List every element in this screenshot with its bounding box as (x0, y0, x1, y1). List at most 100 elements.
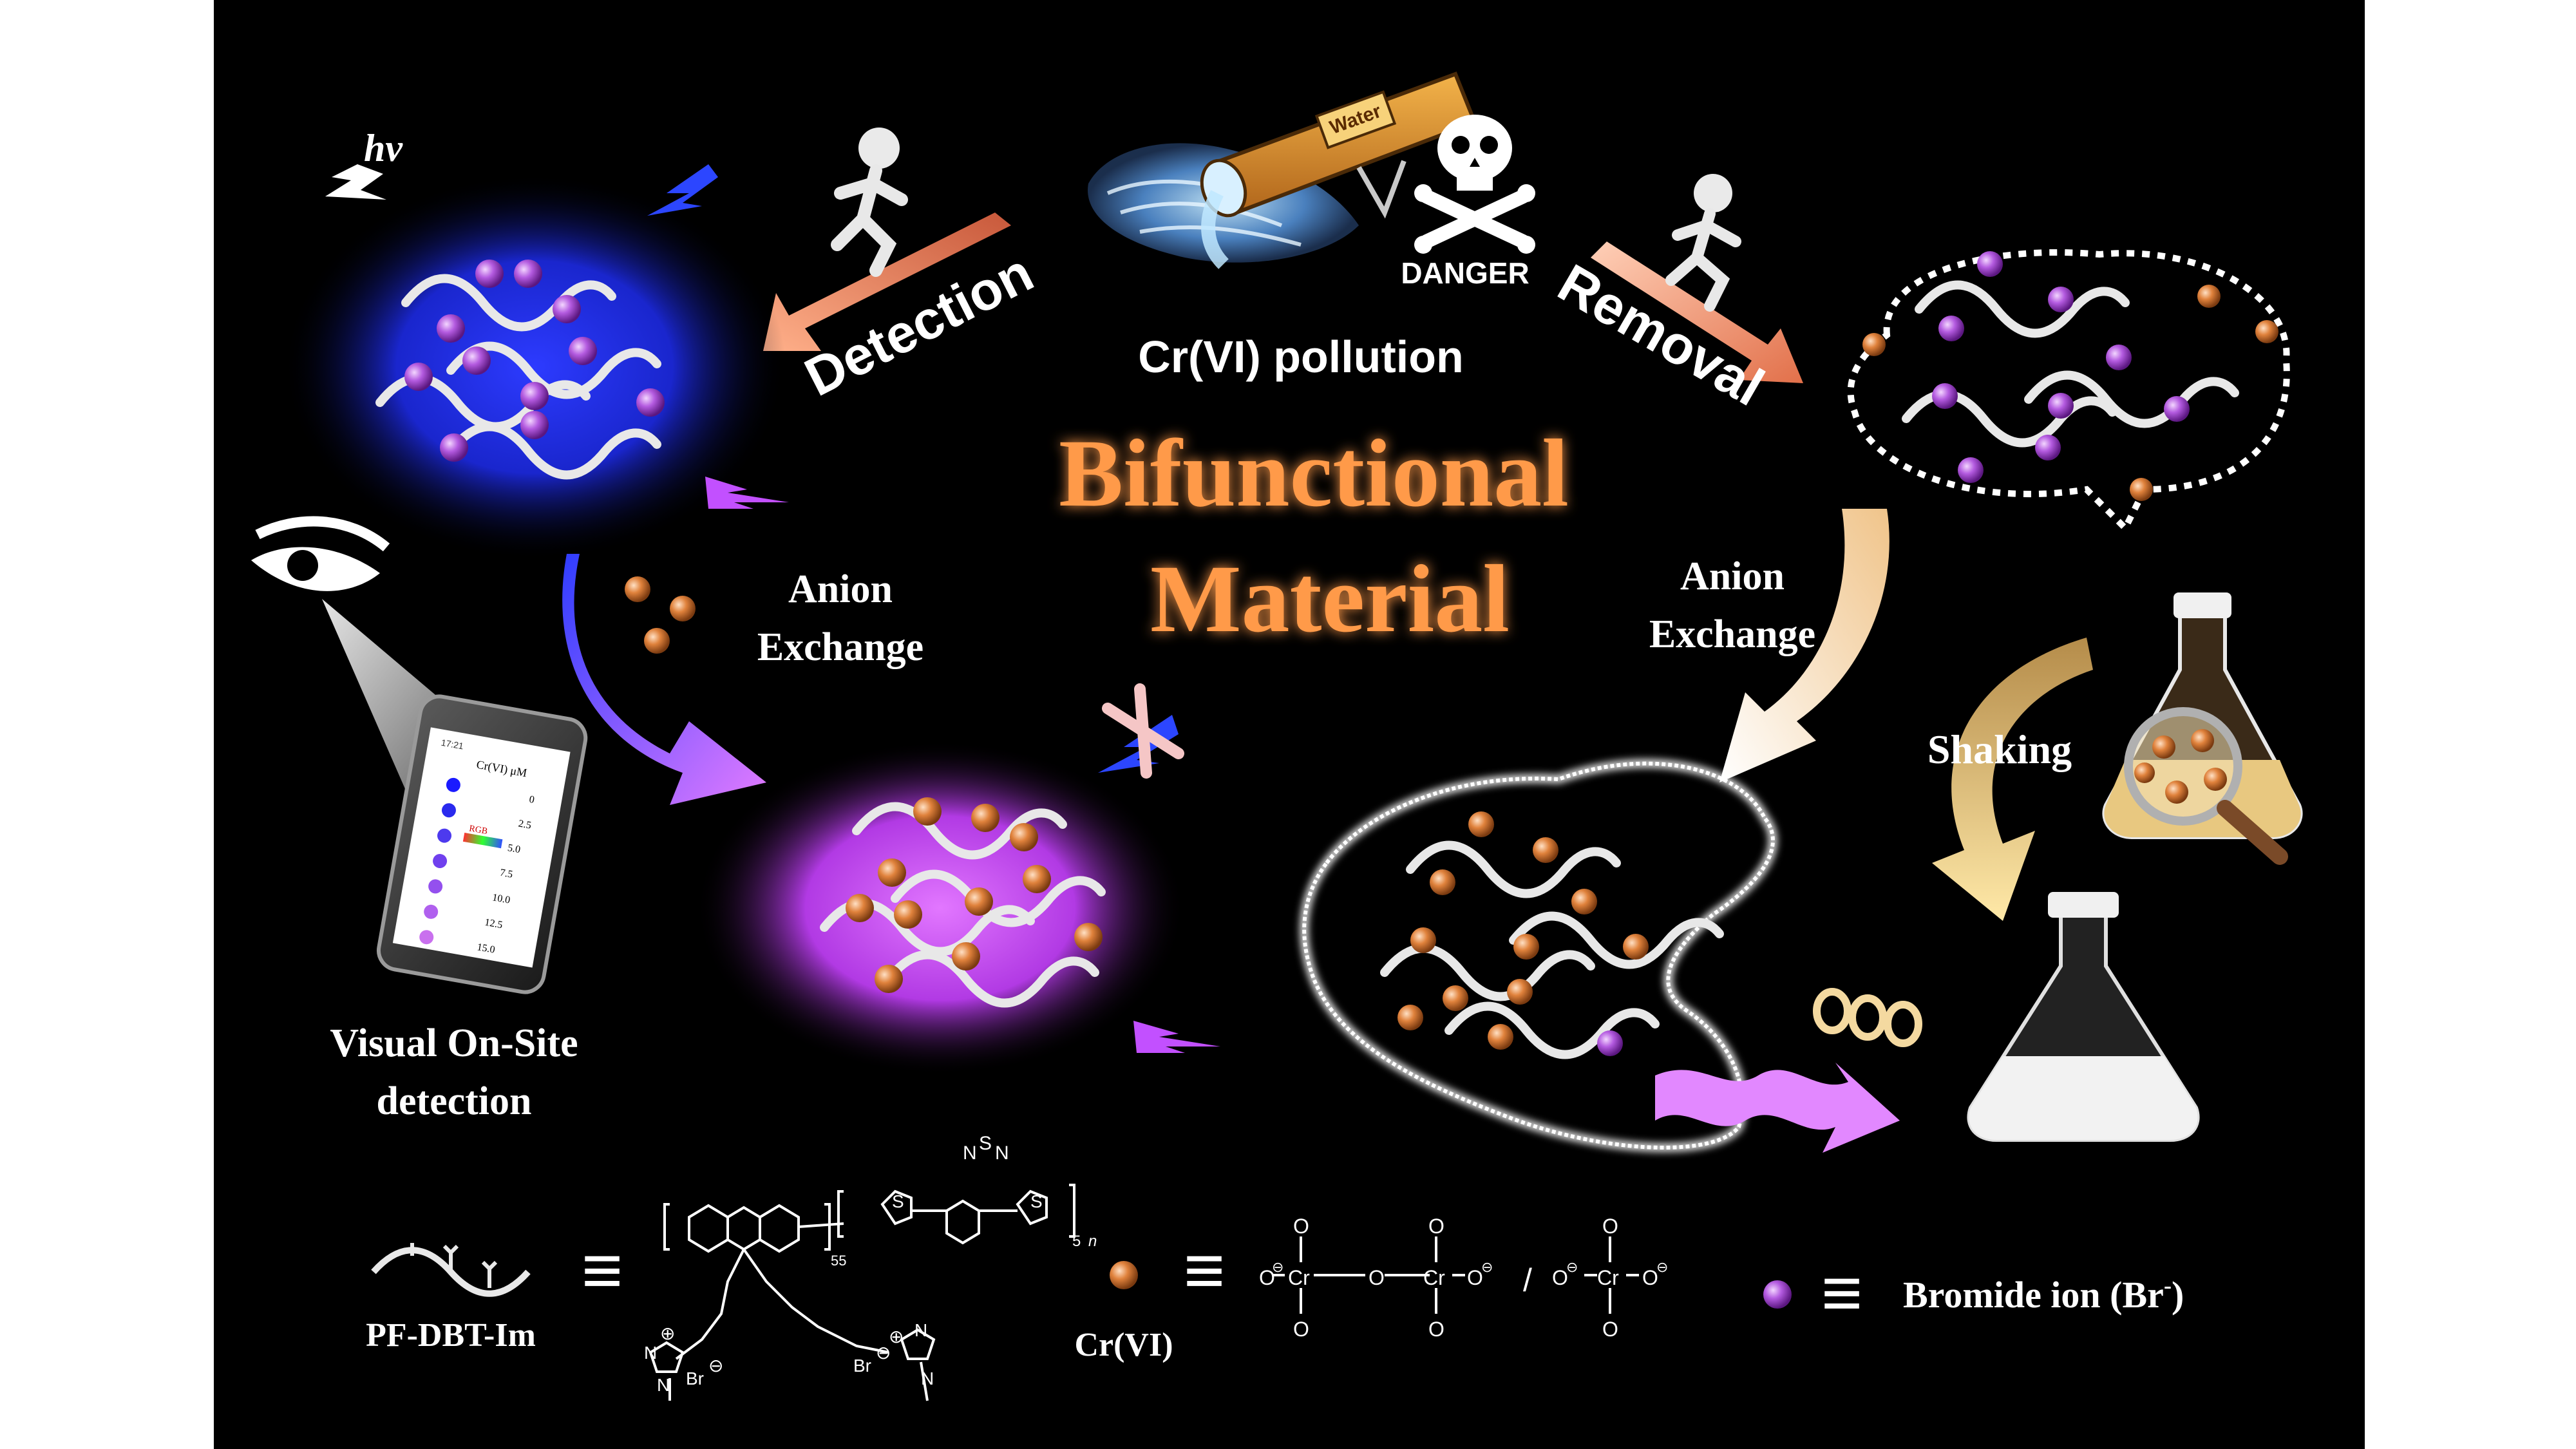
svg-text:O: O (1552, 1266, 1568, 1289)
svg-text:O: O (1293, 1318, 1309, 1341)
separator: / (1523, 1262, 1532, 1298)
svg-text:N: N (921, 1368, 934, 1388)
title-glow: Bifunctional Material (1059, 420, 1569, 652)
polymer-symbol (371, 1243, 531, 1297)
svg-text:O: O (1293, 1215, 1309, 1238)
svg-text:2.5: 2.5 (518, 818, 533, 831)
eye-icon (251, 516, 390, 591)
hv-label: hν (364, 127, 403, 169)
svg-text:S: S (979, 1133, 992, 1154)
svg-text:15.0: 15.0 (476, 942, 496, 956)
svg-text:⊖: ⊖ (876, 1343, 891, 1363)
svg-text:⊕: ⊕ (889, 1327, 904, 1347)
svg-text:⊖: ⊖ (1481, 1259, 1493, 1275)
polymer-name: PF-DBT-Im (366, 1317, 536, 1354)
svg-text:N: N (657, 1375, 670, 1395)
svg-text:n: n (1088, 1233, 1097, 1250)
polymer-blue (380, 260, 665, 475)
lightning-icon (647, 164, 718, 216)
svg-text:5.0: 5.0 (507, 842, 522, 855)
bromide-label: Bromide ion (Br-) (1903, 1273, 2184, 1316)
removal-arrow (1591, 242, 1803, 383)
magnifier-icon (2124, 707, 2288, 865)
svg-text:O: O (1428, 1318, 1444, 1341)
lightning-icon (1098, 715, 1179, 773)
runner-icon (1665, 174, 1741, 312)
shaking-arrow (1932, 638, 2093, 921)
svg-text:⊖: ⊖ (708, 1356, 723, 1376)
cr-legend-ball (1110, 1261, 1138, 1289)
polymer-removed (1385, 811, 1719, 1056)
skull-icon (1414, 115, 1535, 254)
removal-cloud (1847, 249, 2290, 534)
anion-exchange-left-1: Anion (788, 567, 893, 611)
bubbles-icon (1813, 988, 1922, 1047)
svg-text:S: S (892, 1191, 904, 1211)
phone-scale: 0 2.5 5.0 7.5 10.0 12.5 15.0 RGB (419, 777, 535, 956)
phone-icon: 17:21 Cr(VI) μM 0 2.5 5.0 7.5 10.0 12.5 … (376, 694, 588, 994)
equiv-bromide: ≡ (1821, 1253, 1862, 1332)
visual-line2: detection (376, 1079, 531, 1123)
flask-icon (1967, 892, 2200, 1142)
svg-text:Cr: Cr (1597, 1266, 1619, 1289)
svg-text:N: N (995, 1142, 1009, 1164)
glow-outline-core (1302, 761, 1775, 1150)
svg-text:Cr: Cr (1288, 1266, 1310, 1289)
purple-glow (696, 741, 1185, 1075)
cross-icon (1102, 683, 1184, 779)
danger-label: DANGER (1401, 256, 1529, 290)
svg-text:N: N (914, 1320, 927, 1340)
lightning-icon (705, 477, 789, 509)
anion-exchange-left-2: Exchange (757, 625, 923, 669)
cr-ions-left (625, 576, 696, 654)
right-exchange-arrow (1719, 509, 1889, 782)
svg-text:O: O (1467, 1266, 1483, 1289)
svg-text:Br: Br (686, 1368, 704, 1388)
svg-text:5: 5 (1072, 1233, 1081, 1250)
svg-text:⊖: ⊖ (1566, 1259, 1578, 1275)
lightning-icon (1133, 1021, 1220, 1053)
title-line1: Bifunctional (1059, 420, 1569, 527)
equiv-cr: ≡ (1184, 1231, 1225, 1310)
bromide-legend-ball (1763, 1280, 1792, 1309)
structure-labels: N S N S S 55 5 n N ⊕ N Br ⊖ Br ⊖ ⊕ N N (644, 1133, 1097, 1395)
svg-text:⊖: ⊖ (1656, 1259, 1668, 1275)
polymer-structure (649, 1184, 1075, 1401)
equiv-polymer: ≡ (582, 1231, 623, 1310)
svg-text:Cr: Cr (1423, 1266, 1445, 1289)
dichromate-structure: O ⊖ Cr O O O Cr O O O ⊖ / O ⊖ Cr O O O ⊖ (1259, 1215, 1668, 1341)
svg-text:O: O (1368, 1266, 1385, 1289)
left-exchange-arrow (562, 554, 766, 805)
anion-exchange-right-1: Anion (1680, 554, 1785, 598)
blue-glow (283, 174, 786, 560)
svg-text:⊖: ⊖ (1272, 1259, 1283, 1275)
svg-text:O: O (1642, 1266, 1658, 1289)
svg-text:Br: Br (853, 1356, 871, 1376)
pipe-icon: Water (1200, 71, 1477, 219)
svg-text:N: N (963, 1142, 977, 1164)
detection-arrow (763, 213, 1011, 351)
crvi-name: Cr(VI) (1074, 1327, 1173, 1363)
svg-text:S: S (1030, 1191, 1043, 1211)
pollution-scene: Water (1088, 71, 1477, 269)
svg-text:O: O (1428, 1215, 1444, 1238)
svg-text:O: O (1602, 1215, 1618, 1238)
runner-icon (831, 128, 908, 277)
svg-text:7.5: 7.5 (499, 867, 514, 880)
svg-text:55: 55 (831, 1253, 846, 1269)
svg-text:N: N (644, 1343, 657, 1363)
polymer-cloud (1862, 251, 2278, 501)
legend: PF-DBT-Im ≡ N S N S S 55 (366, 1133, 2184, 1401)
visual-line1: Visual On-Site (330, 1021, 578, 1065)
phone-time: 17:21 (440, 737, 464, 752)
svg-text:RGB: RGB (468, 824, 488, 837)
svg-text:12.5: 12.5 (484, 917, 504, 931)
svg-text:O: O (1602, 1318, 1618, 1341)
svg-text:⊕: ⊕ (660, 1323, 675, 1343)
anion-exchange-right-2: Exchange (1649, 612, 1815, 656)
pollution-label: Cr(VI) pollution (1138, 332, 1463, 382)
shaking-label: Shaking (1927, 726, 2072, 772)
svg-text:10.0: 10.0 (491, 892, 511, 906)
svg-text:O: O (1259, 1266, 1275, 1289)
emission-arrow (1655, 1063, 1900, 1153)
